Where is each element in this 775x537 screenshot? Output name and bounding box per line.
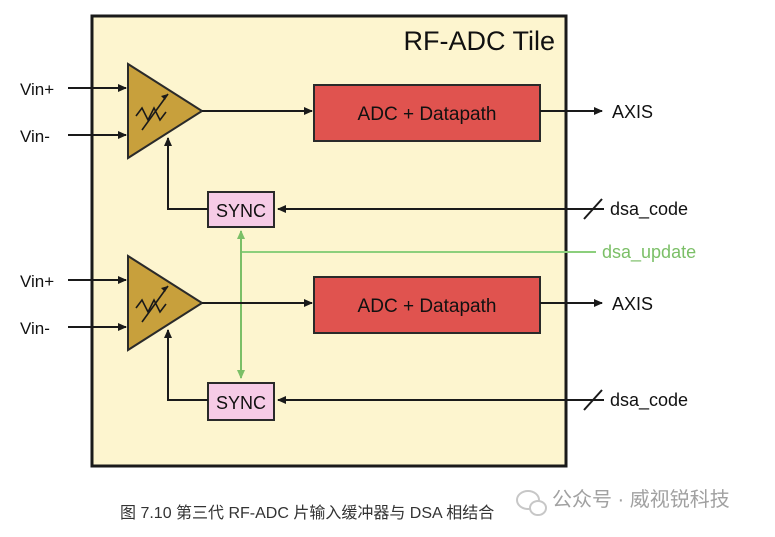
adc-datapath-block xyxy=(313,276,541,334)
bus-slash xyxy=(583,198,603,220)
adc-datapath-label: ADC + Datapath xyxy=(358,296,497,317)
axis-output-label: AXIS xyxy=(612,102,653,122)
figure-caption: 图 7.10 第三代 RF-ADC 片输入缓冲器与 DSA 相结合 xyxy=(120,504,494,522)
channel-2: Vin+ Vin- ADC + Datapath AXIS SYNC dsa_c… xyxy=(20,254,688,421)
variable-gain-amplifier-icon xyxy=(127,62,204,160)
vin-minus-label: Vin- xyxy=(20,127,50,146)
vin-plus-label: Vin+ xyxy=(20,272,54,291)
adc-datapath-block xyxy=(313,84,541,142)
watermark-text: 公众号 · 威视锐科技 xyxy=(552,488,730,511)
dsa-code-label: dsa_code xyxy=(610,390,688,411)
dsa-update-label: dsa_update xyxy=(602,242,696,263)
sync-to-amp-wire xyxy=(164,329,208,401)
axis-output-label: AXIS xyxy=(612,294,653,314)
rf-adc-tile xyxy=(90,14,568,468)
sync-block xyxy=(207,382,275,421)
dsa-update-net: dsa_update xyxy=(237,230,696,379)
watermark: 公众号 · 威视锐科技 xyxy=(516,488,730,516)
channel-1: Vin+ Vin- ADC + Datapath AXIS SYNC dsa_c… xyxy=(20,62,688,228)
vin-plus-label: Vin+ xyxy=(20,80,54,99)
dsa-code-label: dsa_code xyxy=(610,199,688,220)
adc-datapath-label: ADC + Datapath xyxy=(358,104,497,125)
sync-label: SYNC xyxy=(216,393,266,413)
wechat-icon xyxy=(516,490,547,516)
tile-title: RF-ADC Tile xyxy=(403,26,555,56)
vin-minus-label: Vin- xyxy=(20,319,50,338)
sync-to-amp-wire xyxy=(164,137,208,210)
variable-gain-amplifier-icon xyxy=(127,254,204,352)
bus-slash xyxy=(583,389,603,411)
sync-label: SYNC xyxy=(216,201,266,221)
